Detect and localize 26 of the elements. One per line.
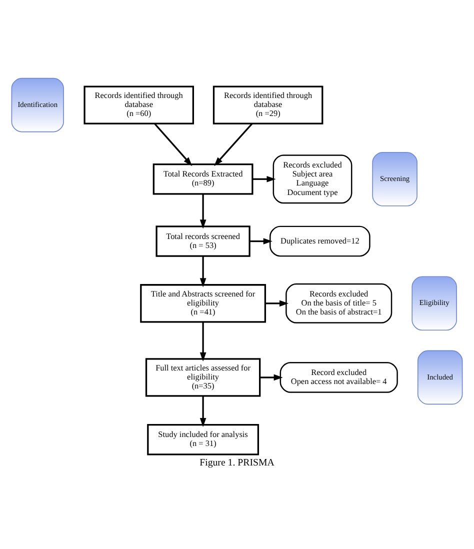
node-box: Record excluded Open access not available= 4 xyxy=(280,362,398,392)
node-box: Included xyxy=(417,350,463,404)
node-box: Title and Abstracts screened for eligibility (n =41) xyxy=(140,284,266,322)
arrow xyxy=(252,175,276,182)
node-box: Total records screened (n = 53) xyxy=(156,225,250,256)
node-box: Full text articles assessed for eligibility (n=35) xyxy=(145,358,261,396)
arrow xyxy=(200,322,206,361)
node-box: Study included for analysis (n = 31) xyxy=(147,423,260,455)
node-box: Records identified through database (n =29) xyxy=(212,85,324,124)
node-box: Identification xyxy=(11,77,64,132)
arrow xyxy=(260,374,283,380)
node-box: Eligibility xyxy=(412,276,457,330)
arrow xyxy=(200,256,206,287)
node-box: Duplicates removed=12 xyxy=(270,225,370,256)
node-box: Records excluded On the basis of title= 5 On the basis of abstract=1 xyxy=(286,282,392,323)
arrow xyxy=(214,122,253,166)
node-box: Screening xyxy=(372,151,418,206)
caption: Figure 1. PRISMA xyxy=(200,457,274,468)
arrow xyxy=(265,300,289,306)
node-box: Records identified through database (n =60) xyxy=(84,85,194,124)
arrow xyxy=(200,193,206,228)
node-box: Total Records Extracted (n=89) xyxy=(152,162,254,194)
arrow xyxy=(200,396,206,427)
arrow xyxy=(154,122,192,166)
arrow xyxy=(250,238,272,244)
node-box: Records excluded Subject area Language Document type xyxy=(272,154,352,204)
